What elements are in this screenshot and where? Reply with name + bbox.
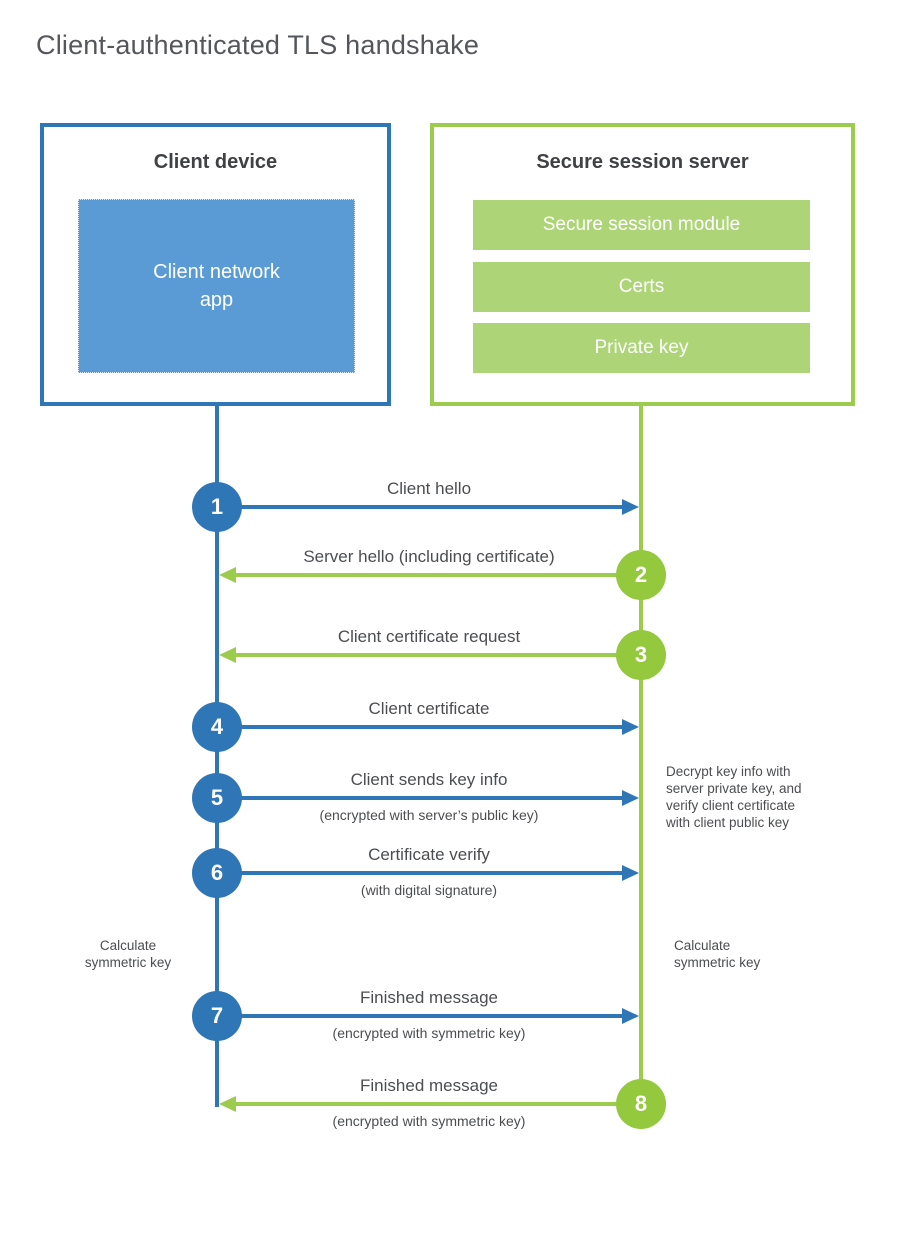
arrow-right-icon bbox=[622, 790, 639, 806]
arrow-left-icon bbox=[219, 1096, 236, 1112]
message-sublabel: (with digital signature) bbox=[360, 882, 498, 898]
server-module-private-key: Private key bbox=[473, 323, 810, 373]
server-module-certs: Certs bbox=[473, 262, 810, 312]
message-arrow-line bbox=[236, 573, 639, 577]
message-arrow-line bbox=[236, 653, 639, 657]
message-label: Client sends key info bbox=[350, 770, 508, 789]
message-arrow-line bbox=[219, 725, 622, 729]
message-label: Client hello bbox=[386, 479, 472, 498]
server-decrypt-note: Decrypt key info with server private key… bbox=[666, 764, 802, 830]
step-circle-3: 3 bbox=[616, 630, 666, 680]
step-circle-4: 4 bbox=[192, 702, 242, 752]
server-calculate-symmetric-key-note: Calculate symmetric key bbox=[674, 938, 761, 970]
message-label: Client certificate request bbox=[337, 627, 521, 646]
arrow-left-icon bbox=[219, 647, 236, 663]
message-sublabel: (encrypted with server’s public key) bbox=[319, 807, 539, 823]
arrow-left-icon bbox=[219, 567, 236, 583]
message-arrow-line bbox=[219, 796, 622, 800]
client-device-box: Client device Client network app bbox=[40, 123, 391, 406]
server-lifeline bbox=[639, 404, 643, 1129]
message-sublabel: (encrypted with symmetric key) bbox=[332, 1113, 526, 1129]
step-circle-2: 2 bbox=[616, 550, 666, 600]
arrow-right-icon bbox=[622, 499, 639, 515]
client-device-title: Client device bbox=[153, 151, 278, 173]
arrow-right-icon bbox=[622, 1008, 639, 1024]
client-calculate-symmetric-key-note: Calculate symmetric key bbox=[84, 938, 172, 970]
message-arrow-line bbox=[219, 1014, 622, 1018]
message-label: Finished message bbox=[360, 1076, 498, 1095]
page-title: Client-authenticated TLS handshake bbox=[36, 30, 480, 60]
message-label: Finished message bbox=[360, 988, 498, 1007]
message-label: Certificate verify bbox=[368, 845, 490, 864]
step-circle-8: 8 bbox=[616, 1079, 666, 1129]
arrow-right-icon bbox=[622, 865, 639, 881]
message-label: Client certificate bbox=[368, 699, 490, 718]
secure-session-server-box: Secure session server Secure session mod… bbox=[430, 123, 855, 406]
server-module-secure-session: Secure session module bbox=[473, 200, 810, 250]
step-circle-7: 7 bbox=[192, 991, 242, 1041]
step-circle-6: 6 bbox=[192, 848, 242, 898]
step-circle-1: 1 bbox=[192, 482, 242, 532]
step-circle-5: 5 bbox=[192, 773, 242, 823]
message-sublabel: (encrypted with symmetric key) bbox=[332, 1025, 526, 1041]
message-arrow-line bbox=[236, 1102, 639, 1106]
client-network-app-box: Client network app bbox=[78, 199, 355, 373]
client-lifeline bbox=[215, 404, 219, 1107]
secure-session-server-title: Secure session server bbox=[536, 151, 749, 173]
message-arrow-line bbox=[219, 871, 622, 875]
message-arrow-line bbox=[219, 505, 622, 509]
message-label: Server hello (including certificate) bbox=[303, 547, 555, 566]
arrow-right-icon bbox=[622, 719, 639, 735]
